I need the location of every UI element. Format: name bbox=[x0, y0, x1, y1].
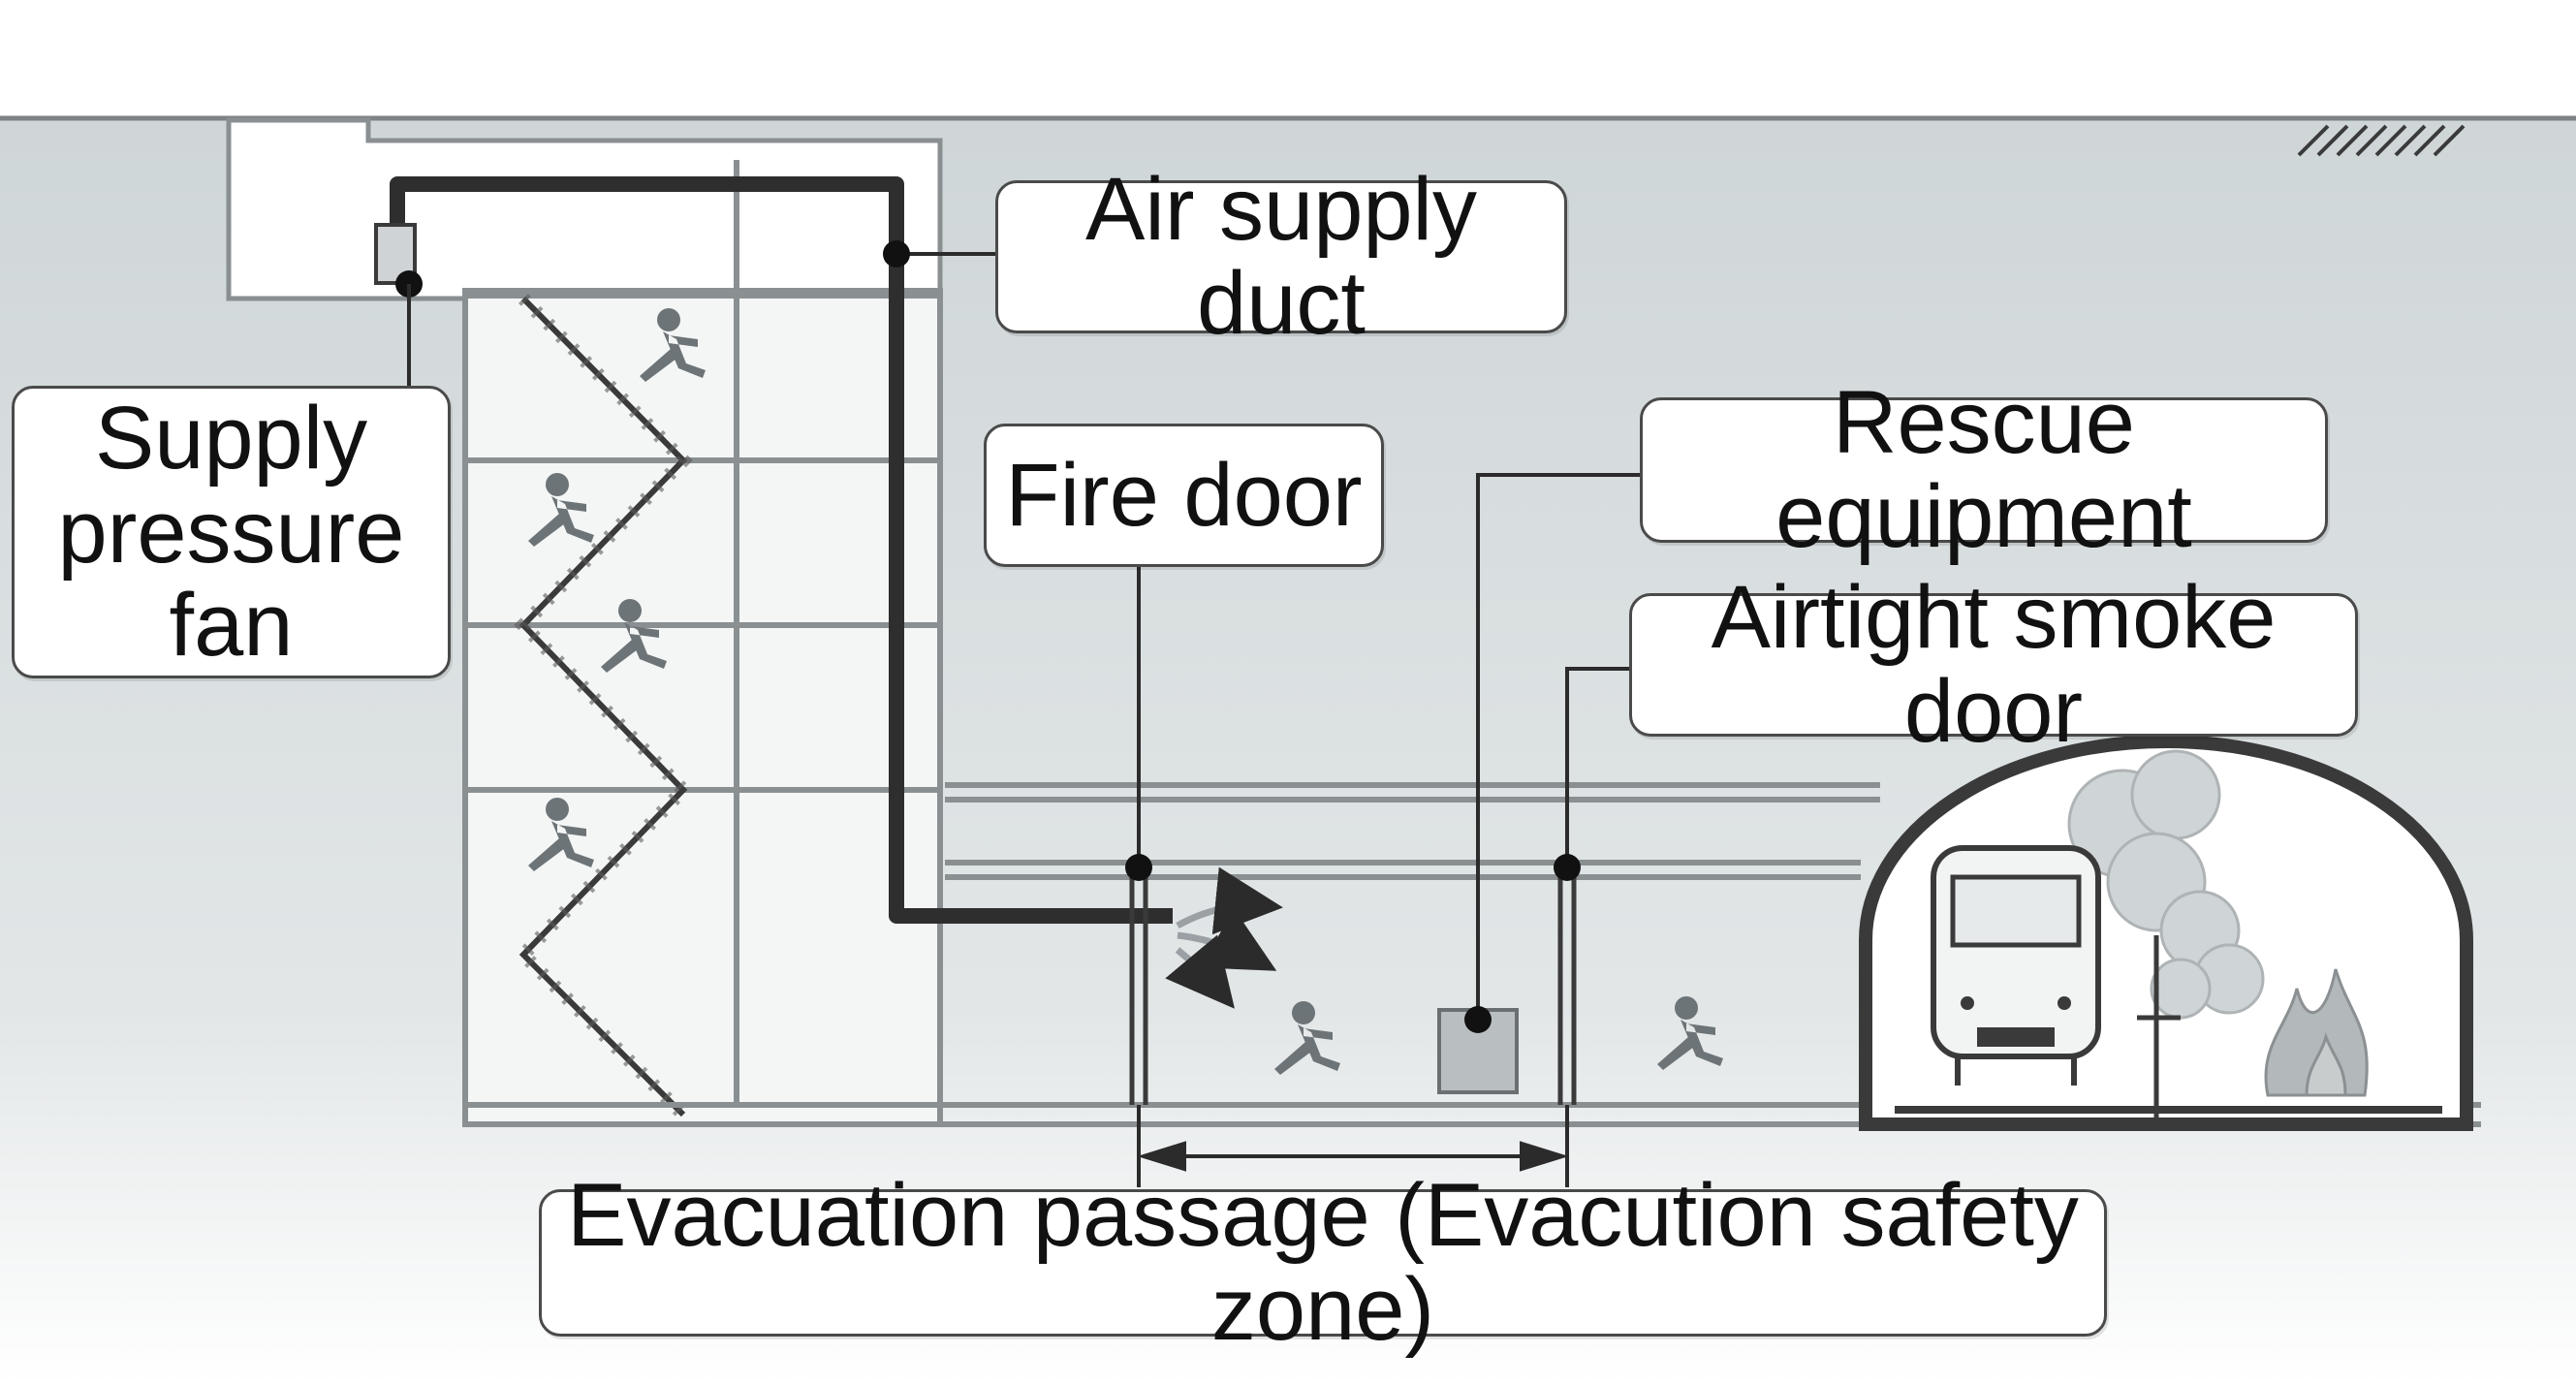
staircase bbox=[514, 294, 693, 1119]
train bbox=[1931, 845, 2101, 1086]
catenary-pole bbox=[2137, 935, 2181, 1124]
air-supply-duct-text: Air supply duct bbox=[1085, 160, 1477, 353]
supply-pressure-fan-text-line2: pressure fan bbox=[57, 482, 405, 676]
supply-pressure-fan-text-line1: Supply bbox=[94, 389, 368, 488]
label-evacuation-passage: Evacuation passage (Evacution safety zon… bbox=[539, 1169, 2107, 1356]
fan-room bbox=[226, 117, 943, 301]
air-supply-duct bbox=[390, 176, 1173, 924]
label-fire-door: Fire door bbox=[984, 424, 1384, 567]
rescue-equipment-text: Rescue equipment bbox=[1775, 373, 2192, 566]
fire-door-text: Fire door bbox=[1005, 445, 1363, 545]
leader-lines bbox=[407, 252, 1640, 1020]
fire-door bbox=[1129, 872, 1148, 1105]
evacuation-zone-dimension bbox=[1137, 1105, 1569, 1187]
label-rescue-equipment: Rescue equipment bbox=[1640, 376, 2328, 563]
label-air-supply-duct: Air supply duct bbox=[995, 163, 1567, 350]
fire-flames-icon bbox=[2264, 968, 2369, 1097]
evacuation-passage-text: Evacuation passage (Evacution safety zon… bbox=[567, 1166, 2079, 1359]
running-person-icons bbox=[528, 308, 1723, 1075]
label-supply-pressure-fan: Supply pressure fan bbox=[12, 386, 451, 678]
airtight-smoke-door-text: Airtight smoke door bbox=[1711, 568, 2277, 761]
label-airtight-smoke-door: Airtight smoke door bbox=[1629, 571, 2358, 758]
airtight-smoke-door bbox=[1557, 872, 1577, 1105]
leader-dots bbox=[883, 240, 1581, 1033]
smoke-cloud bbox=[2067, 749, 2265, 1020]
air-flow-arrows bbox=[1165, 866, 1283, 1009]
